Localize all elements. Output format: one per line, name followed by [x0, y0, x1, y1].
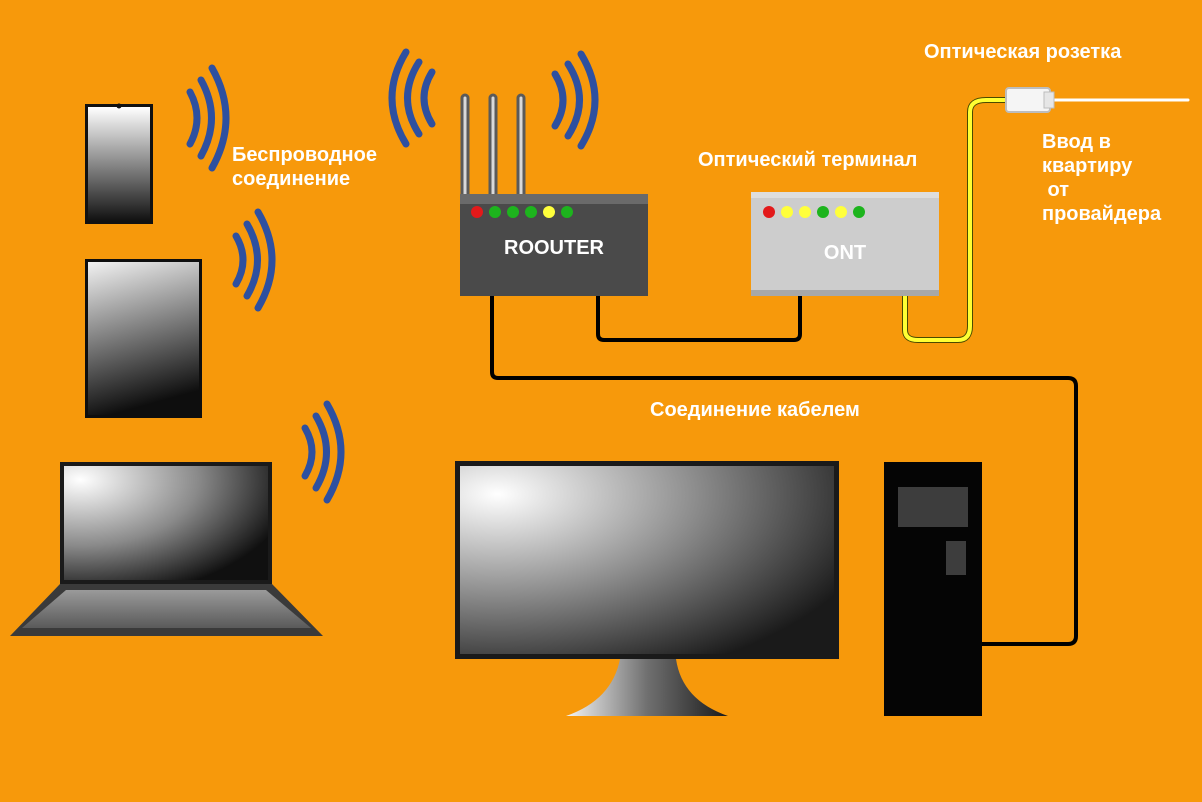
ont-led — [853, 206, 865, 218]
pc-tower-icon — [884, 462, 982, 716]
router-led — [489, 206, 501, 218]
router-led — [471, 206, 483, 218]
optical-socket-label: Оптическая розетка — [924, 41, 1122, 63]
wifi-waves-router-left — [388, 48, 436, 148]
wifi-waves-icon — [186, 48, 599, 504]
laptop-icon — [10, 462, 323, 636]
ont-leds — [763, 206, 865, 218]
ont-led — [835, 206, 847, 218]
wifi-waves-phone — [186, 64, 230, 172]
router-antennas — [460, 93, 526, 201]
wifi-waves-router-right — [551, 50, 599, 150]
ont-label: ONT — [823, 242, 867, 264]
router-led — [525, 206, 537, 218]
ont-led — [781, 206, 793, 218]
router-led — [543, 206, 555, 218]
fiber-cable — [902, 97, 1190, 343]
ethernet-cable — [490, 294, 1078, 646]
monitor-icon — [455, 461, 839, 716]
wifi-waves-laptop — [301, 400, 345, 504]
ont-led — [817, 206, 829, 218]
wireless-connection-label: Беспроводное соединение — [232, 144, 377, 190]
router-led — [507, 206, 519, 218]
wifi-waves-tablet — [232, 208, 276, 312]
router-device — [460, 194, 648, 296]
tablet-icon — [85, 259, 202, 418]
router-label: ROOUTER — [504, 237, 604, 259]
router-leds — [471, 206, 573, 218]
ont-device — [751, 192, 939, 296]
ont-led — [763, 206, 775, 218]
ont-led — [799, 206, 811, 218]
optical-terminal-label: Оптический терминал — [698, 149, 918, 171]
smartphone-icon — [85, 103, 153, 224]
optical-socket-icon — [1005, 87, 1055, 113]
provider-input-label: Ввод в квартиру от провайдера — [1042, 131, 1162, 225]
router-led — [561, 206, 573, 218]
cable-connection-label: Соединение кабелем — [650, 399, 860, 421]
